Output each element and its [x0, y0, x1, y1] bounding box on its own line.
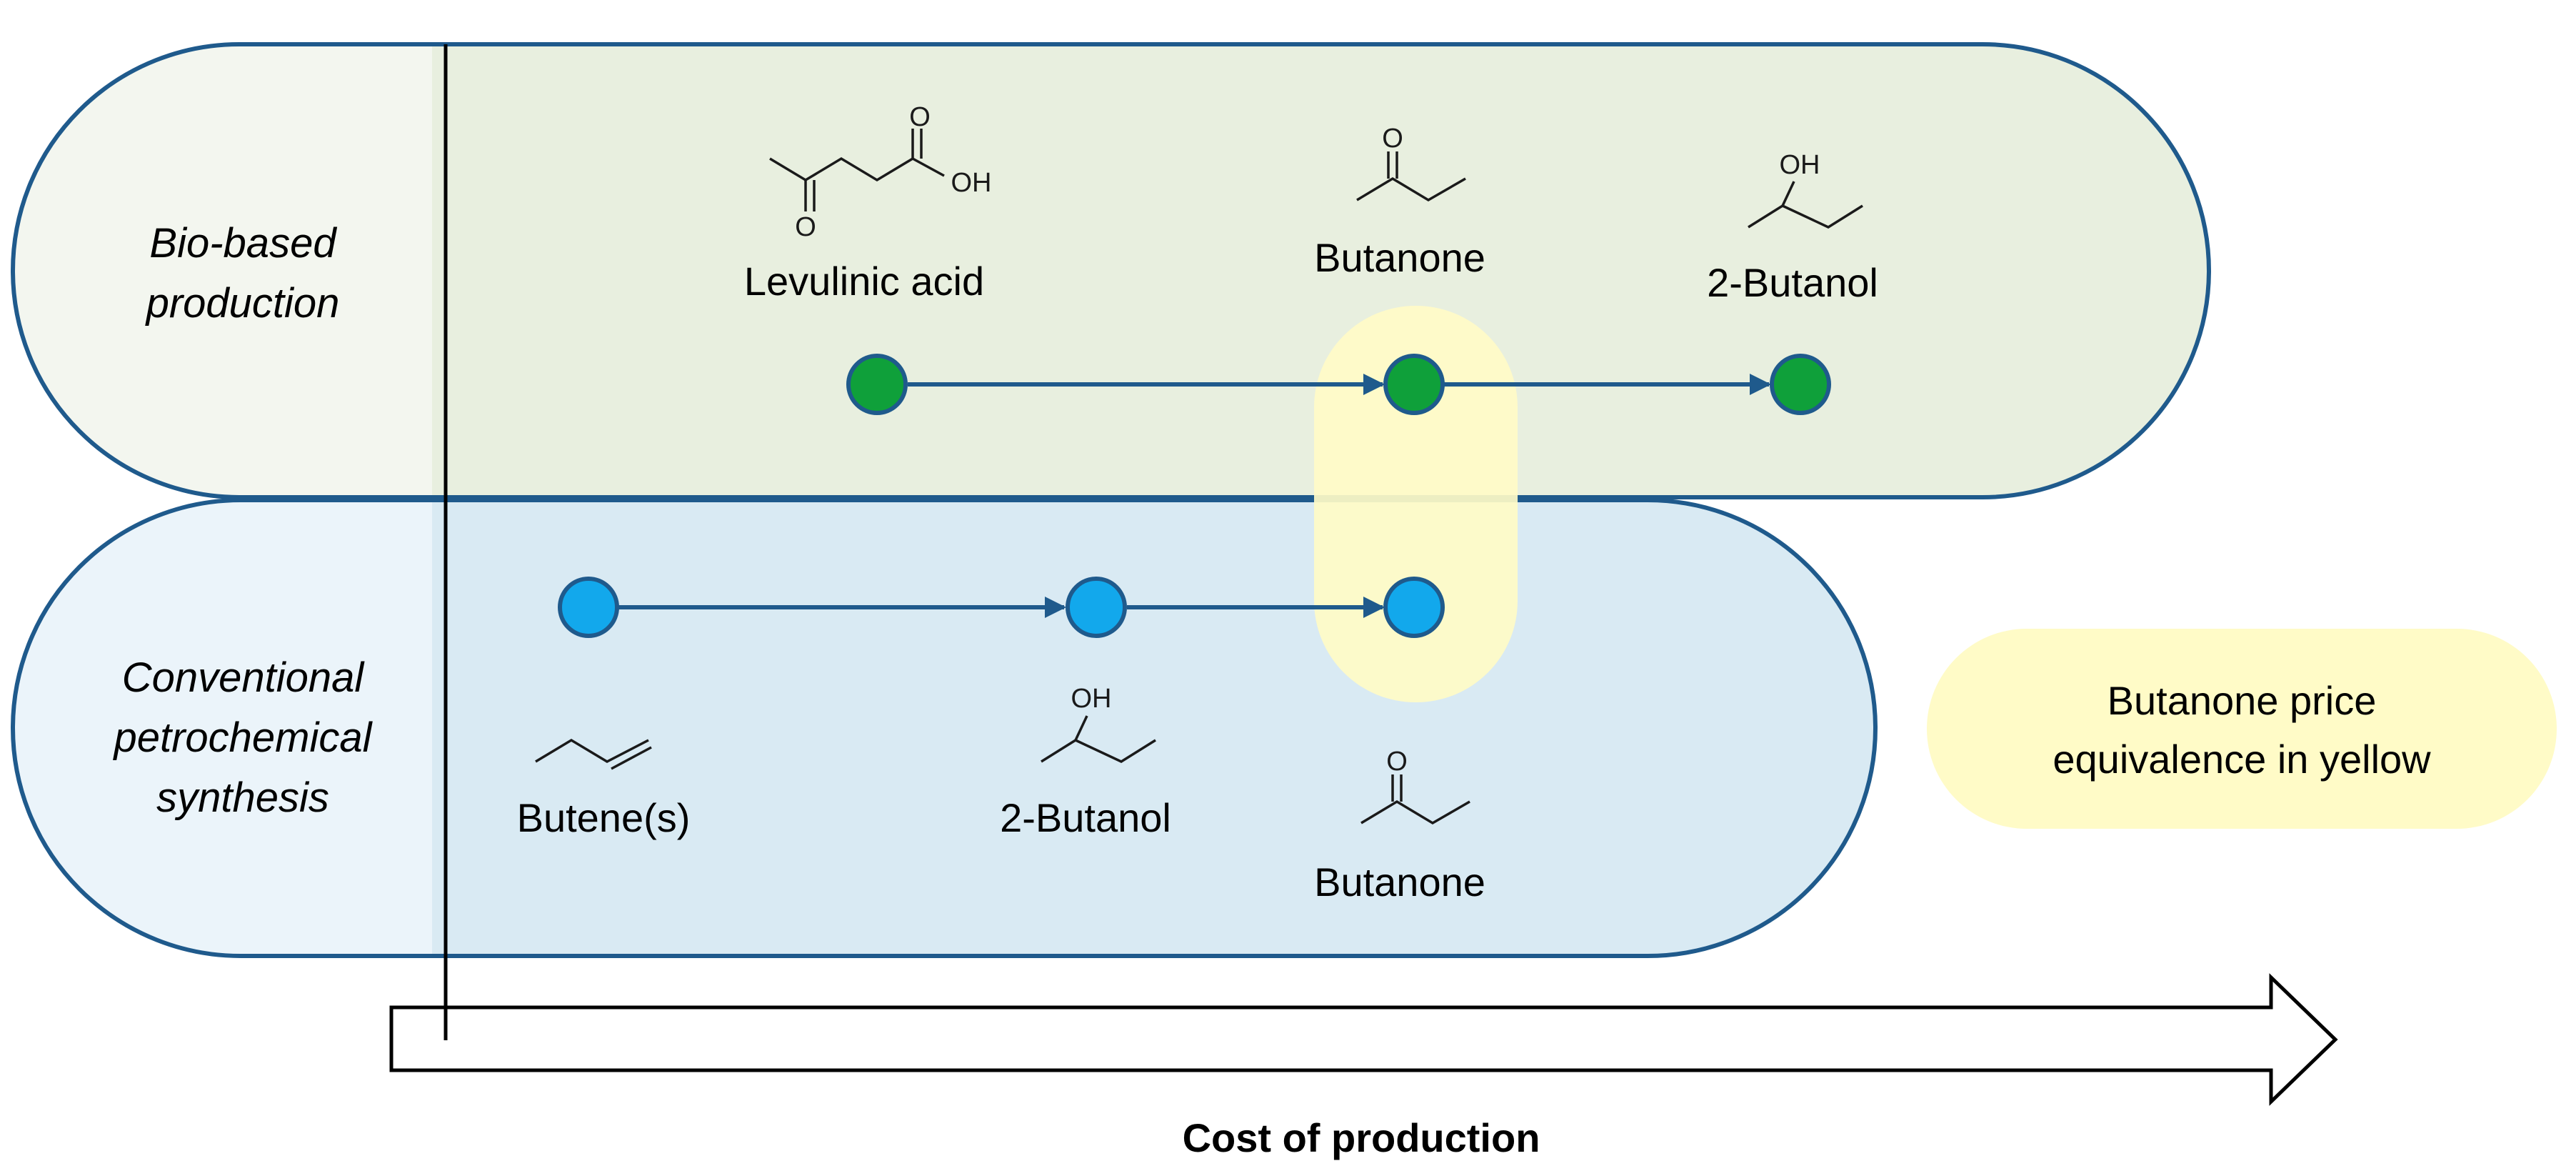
petro-pathway: [558, 577, 1445, 638]
cost-axis-label: Cost of production: [1183, 1115, 1540, 1160]
bio-name-levulinic-acid: Levulinic acid: [744, 259, 984, 304]
petro-node-butenes: [558, 577, 619, 638]
levulinic-acid-structure: [769, 129, 945, 211]
cost-axis: Cost of production: [389, 973, 2338, 1160]
petro-name-butanone: Butanone: [1314, 859, 1485, 905]
petro-butanone-o: O: [1386, 747, 1408, 777]
2-butanol-structure-bio: [1748, 181, 1863, 229]
petro-2-butanol-oh: OH: [1071, 684, 1112, 714]
petro-row-label: Conventional petrochemical synthesis: [112, 654, 373, 821]
petro-label-line2: petrochemical: [112, 714, 373, 761]
bio-pathway: [846, 354, 1831, 415]
petro-name-2-butanol: 2-Butanol: [1000, 795, 1171, 840]
bio-label-line2: production: [145, 280, 340, 327]
butanone-structure-bio: [1356, 151, 1466, 202]
levulinic-ketone-o: O: [795, 212, 816, 242]
legend-pill: [1927, 629, 2557, 829]
bio-node-2-butanol: [1770, 354, 1831, 415]
butene-structure: [535, 738, 652, 770]
petro-node-2-butanol: [1066, 577, 1127, 638]
bio-node-butanone: [1383, 354, 1445, 415]
legend-line1: Butanone price: [2108, 678, 2377, 723]
levulinic-acid-o: O: [909, 102, 931, 132]
bio-node-levulinic-acid: [846, 354, 908, 415]
bio-label-line1: Bio-based: [149, 220, 337, 266]
petro-name-butenes: Butene(s): [517, 795, 691, 840]
petro-node-butanone: [1383, 577, 1445, 638]
bio-butanone-o: O: [1382, 124, 1403, 154]
bio-name-2-butanol: 2-Butanol: [1707, 260, 1878, 305]
bio-name-butanone: Butanone: [1314, 235, 1485, 280]
petro-label-line1: Conventional: [122, 654, 366, 701]
legend-line2: equivalence in yellow: [2053, 737, 2431, 782]
legend: Butanone price equivalence in yellow: [1927, 629, 2557, 829]
bio-2-butanol-oh: OH: [1780, 150, 1820, 180]
bio-row-label: Bio-based production: [145, 220, 340, 327]
petro-label-line3: synthesis: [156, 774, 329, 821]
2-butanol-structure-petro: [1041, 715, 1156, 763]
levulinic-acid-oh: OH: [951, 168, 992, 198]
cost-axis-arrow: [389, 973, 2338, 1106]
butanone-structure-petro: [1360, 774, 1470, 825]
